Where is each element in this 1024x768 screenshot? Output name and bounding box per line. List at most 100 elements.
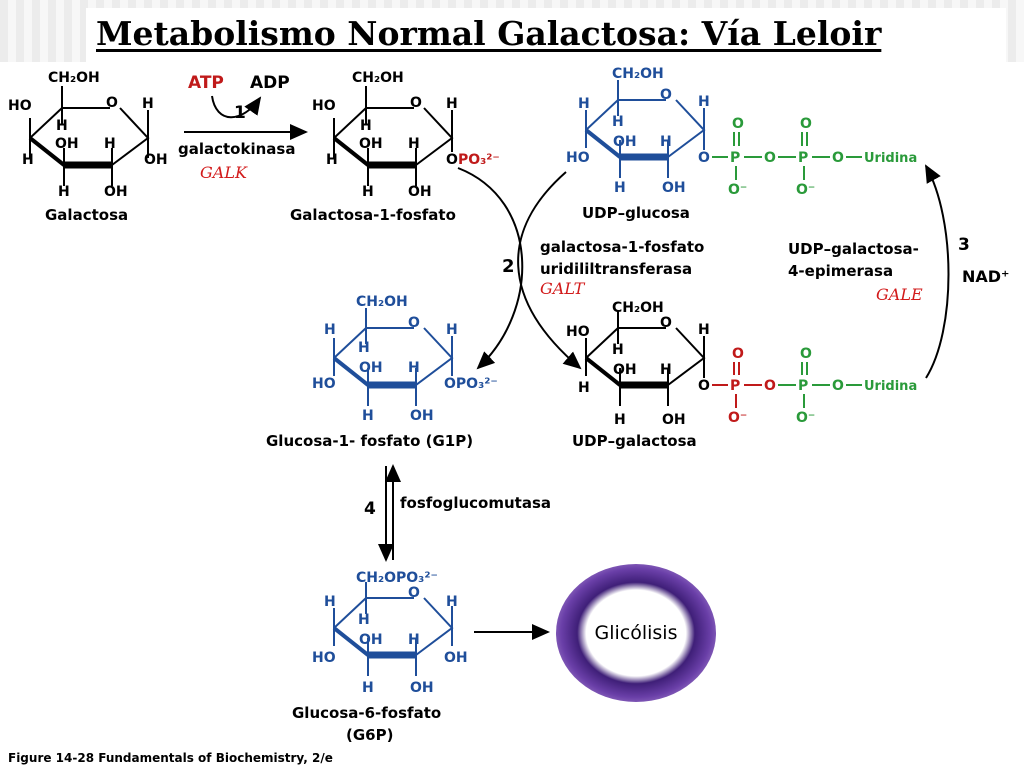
udpgal-h1: H [698, 322, 710, 338]
galk-label: GALK [200, 163, 248, 182]
udpglc-ho: HO [566, 150, 590, 166]
reaction-2-number: 2 [502, 256, 515, 277]
gale-enzyme-line2: 4-epimerasa [788, 262, 893, 280]
g1p-oh3: OH [359, 360, 383, 376]
gal1p-o: O [446, 152, 458, 168]
atp-label: ATP [188, 73, 224, 93]
udpgal-h4: H [612, 342, 624, 358]
reaction-3-number: 3 [958, 235, 970, 255]
g6p-h4: H [324, 594, 336, 610]
reaction-2: 2 galactosa-1-fosfato uridililtransferas… [457, 167, 704, 370]
galactose-ring-o: O [106, 95, 118, 111]
udpgal-o-bridge: O [764, 378, 776, 394]
g1p-ch2oh: CH₂OH [356, 294, 408, 310]
udpglc-o-minus2: O⁻ [796, 182, 815, 198]
udpgal-p1: P [730, 378, 740, 394]
udpgal-o-top2: O [800, 346, 812, 362]
galactose-oh3: OH [55, 136, 79, 152]
udpgal-uridina: Uridina [864, 379, 917, 394]
galactose-oh1: OH [144, 152, 168, 168]
pgm-enzyme-label: fosfoglucomutasa [400, 494, 551, 512]
galactose-1-phosphate-molecule: CH₂OH O HO H H OH H O PO₃²⁻ H H OH [312, 70, 500, 200]
udpgal-h5: H [578, 380, 590, 396]
udp-galactose-phosphates: P O O O⁻ P O Uridina O O⁻ [712, 346, 917, 426]
reaction-1-number: 1 [234, 103, 246, 123]
g6p-ring-o: O [408, 585, 420, 601]
g1p-h1: H [446, 322, 458, 338]
glucose-6-phosphate-molecule: CH₂OPO₃²⁻ O H H H OH H HO OH H OH [312, 570, 468, 696]
gal1p-po3: PO₃²⁻ [458, 152, 500, 168]
gal1p-h2: H [408, 136, 420, 152]
glycolysis-ring [556, 564, 716, 702]
figure-caption: Figure 14-28 Fundamentals of Biochemistr… [8, 751, 333, 765]
udpgal-oh3: OH [613, 362, 637, 378]
galt-enzyme-line1: galactosa-1-fosfato [540, 238, 704, 256]
g6p-h1: H [446, 594, 458, 610]
galactose-ho: HO [8, 98, 32, 114]
udpgal-ch2oh: CH₂OH [612, 300, 664, 316]
adp-label: ADP [250, 73, 290, 93]
udpgal-ring-o: O [660, 315, 672, 331]
udpglc-o-minus1: O⁻ [728, 182, 747, 198]
udpgal-oh2: OH [662, 412, 686, 428]
gal1p-h4: H [360, 118, 372, 134]
title-panel [86, 8, 1006, 64]
gale-label: GALE [876, 285, 923, 304]
udpgal-o-link: O [698, 378, 710, 394]
g6p-oh1: OH [444, 650, 468, 666]
udpglc-o-top2: O [800, 116, 812, 132]
reaction-1: ATP ADP 1 galactokinasa GALK [178, 73, 308, 182]
udpgal-p2: P [798, 378, 808, 394]
g1p-ho: HO [312, 376, 336, 392]
g6p-h5: H [358, 612, 370, 628]
galt-label: GALT [540, 279, 586, 298]
g6p-h3: H [362, 680, 374, 696]
galt-enzyme-line2: uridililtransferasa [540, 260, 692, 278]
g1p-h2: H [408, 360, 420, 376]
udpglc-h2: H [660, 134, 672, 150]
udpgal-o-top1: O [732, 346, 744, 362]
udpgal-h2: H [660, 362, 672, 378]
udpgal-o-end: O [832, 378, 844, 394]
udpglc-oh2: OH [662, 180, 686, 196]
g1p-ring-o: O [408, 315, 420, 331]
udpgal-h3: H [614, 412, 626, 428]
udpglc-h4: H [578, 96, 590, 112]
galactose-h4: H [56, 118, 68, 134]
udp-glucose-label: UDP–glucosa [582, 204, 690, 222]
gal1p-ch2oh: CH₂OH [352, 70, 404, 86]
g1p-oh2: OH [410, 408, 434, 424]
g6p-label-line2: (G6P) [346, 726, 393, 744]
udpglc-uridina: Uridina [864, 151, 917, 166]
g1p-h5: H [358, 340, 370, 356]
udpglc-ring-o: O [660, 87, 672, 103]
udp-galactose-label: UDP–galactosa [572, 432, 697, 450]
g1p-h3: H [362, 408, 374, 424]
glycolysis-label: Glicólisis [594, 622, 678, 644]
galactose-oh2: OH [104, 184, 128, 200]
gal1p-h1: H [446, 96, 458, 112]
galactose-h2: H [104, 136, 116, 152]
g1p-label: Glucosa-1- fosfato (G1P) [266, 432, 473, 450]
g6p-oh2: OH [410, 680, 434, 696]
g1p-opo3: OPO₃²⁻ [444, 376, 498, 392]
gal1p-h3: H [362, 184, 374, 200]
gal1p-oh3: OH [359, 136, 383, 152]
galactose-ch2oh: CH₂OH [48, 70, 100, 86]
reaction-4-number: 4 [364, 499, 376, 519]
page-title: Metabolismo Normal Galactosa: Vía Leloir [96, 14, 882, 53]
udpglc-p2: P [798, 150, 808, 166]
galactose-label: Galactosa [45, 206, 128, 224]
g6p-oh3: OH [359, 632, 383, 648]
udpgal-ho: HO [566, 324, 590, 340]
udp-galactose-molecule: CH₂OH O HO H H OH H H H OH O [566, 300, 710, 428]
udpgal-o-minus1: O⁻ [728, 410, 747, 426]
gal1p-ring-o: O [410, 95, 422, 111]
gal1p-ho: HO [312, 98, 336, 114]
galactose-h5: H [22, 152, 34, 168]
g6p-ho: HO [312, 650, 336, 666]
reaction-3: UDP–galactosa- 4-epimerasa GALE 3 NAD⁺ [788, 164, 1010, 379]
udpglc-ch2oh: CH₂OH [612, 66, 664, 82]
gale-enzyme-line1: UDP–galactosa- [788, 240, 919, 258]
udpglc-h3: H [614, 180, 626, 196]
